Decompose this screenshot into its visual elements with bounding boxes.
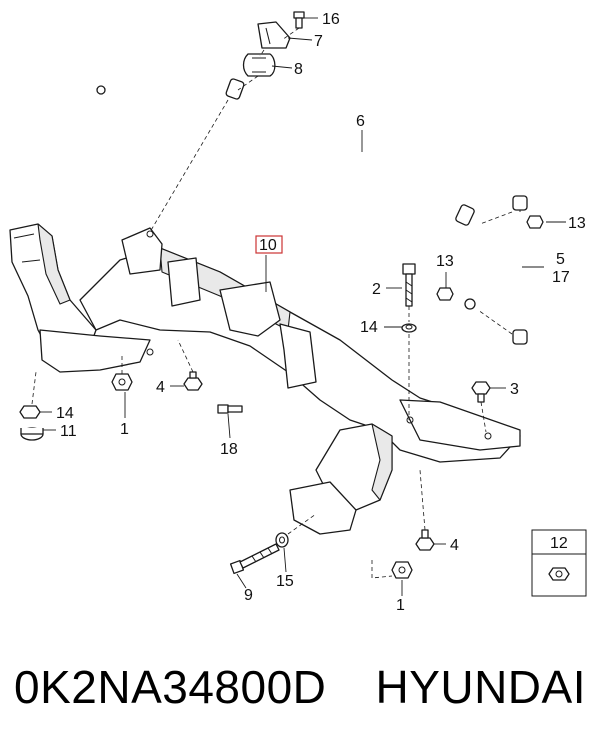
label-11: 11 (60, 423, 77, 440)
stabilizer-bush (242, 53, 276, 77)
label-6: 6 (356, 113, 365, 130)
label-12: 12 (550, 535, 568, 552)
label-1-left: 1 (120, 421, 129, 438)
label-15: 15 (276, 573, 294, 590)
label-4-left: 4 (156, 379, 165, 396)
label-14-right: 14 (360, 319, 378, 336)
link-nut-lower (436, 287, 454, 301)
stabilizer-bar (96, 75, 499, 310)
washer-15 (275, 532, 289, 548)
label-17: 17 (552, 269, 570, 286)
nut-14-left (19, 405, 41, 419)
label-5: 5 (556, 251, 565, 268)
nut-1-left (111, 373, 133, 391)
label-10: 10 (259, 237, 277, 254)
bolt-9 (229, 543, 280, 575)
label-13-top: 13 (568, 215, 586, 232)
label-4-right: 4 (450, 537, 459, 554)
label-16: 16 (322, 11, 340, 28)
label-2: 2 (372, 281, 381, 298)
bolt-18 (217, 404, 243, 414)
label-9: 9 (244, 587, 253, 604)
part-code: 0K2NA34800D (14, 661, 327, 713)
washer-14-right (401, 323, 417, 333)
bolt-4-left (183, 371, 203, 391)
label-18: 18 (220, 441, 238, 458)
bolt-3 (471, 381, 491, 403)
label-7: 7 (314, 33, 323, 50)
label-3: 3 (510, 381, 519, 398)
product-caption: 0K2NA34800D HYUNDAI (0, 652, 600, 722)
bolt-4-right (415, 529, 435, 551)
label-1-right: 1 (396, 597, 405, 614)
bush-bracket (257, 21, 291, 49)
bracket-bolt (293, 11, 305, 29)
link-nut-top (526, 215, 544, 229)
label-14-left: 14 (56, 405, 74, 422)
stabilizer-link (512, 195, 528, 345)
crossmember-exploded-diagram: 16 7 8 6 10 13 13 5 17 2 14 3 4 14 11 1 … (9, 11, 587, 614)
nut-1-right (391, 561, 413, 579)
part-12-inset (531, 529, 587, 597)
bush-11 (20, 427, 44, 441)
label-8: 8 (294, 61, 303, 78)
bolt-2 (402, 263, 416, 307)
part-10-highlight-box (255, 235, 283, 254)
label-13-mid: 13 (436, 253, 454, 270)
brand-name: HYUNDAI (375, 661, 586, 713)
